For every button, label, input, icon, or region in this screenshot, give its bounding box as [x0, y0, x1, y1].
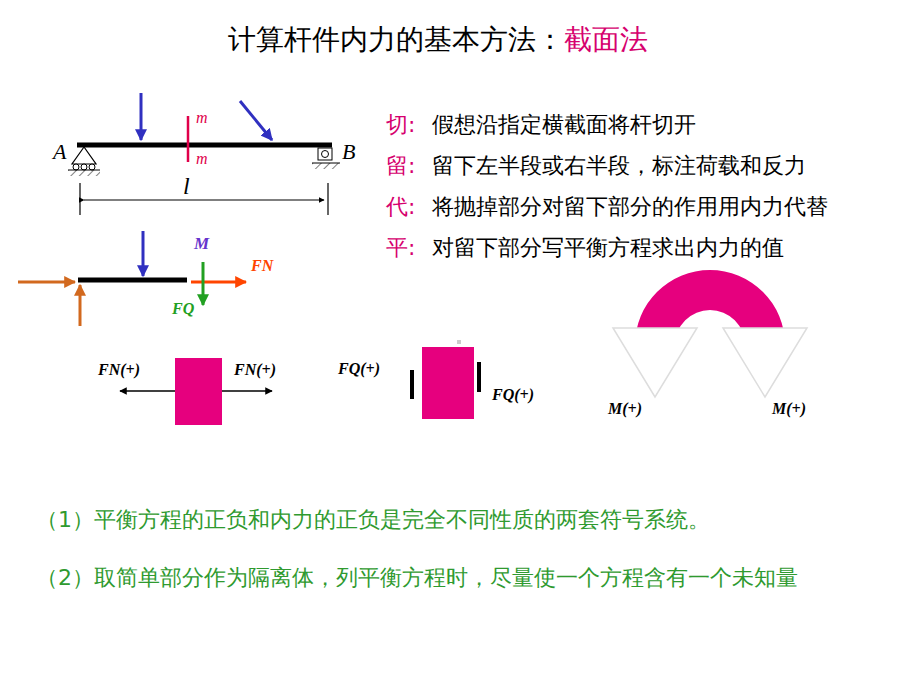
sign-label: FN(+) [98, 361, 140, 379]
support-label: A [53, 139, 66, 164]
section-mark: m [196, 150, 208, 168]
sign-label: M(+) [608, 400, 642, 418]
sign-label: FQ(+) [338, 360, 380, 378]
sign-label: FQ(+) [492, 386, 534, 404]
step-key: 留: [386, 153, 415, 178]
sign-label: M(+) [772, 400, 806, 418]
step-key: 代: [386, 194, 415, 219]
step-key: 平: [386, 235, 415, 260]
free-body [18, 231, 246, 326]
moment-label: M [194, 234, 209, 254]
step-text: 留下左半段或右半段，标注荷载和反力 [432, 153, 806, 178]
force-label: FQ [172, 300, 194, 318]
step-key: 切: [386, 112, 415, 137]
note: （1）平衡方程的正负和内力的正负是完全不同性质的两套符号系统。 [36, 507, 710, 532]
note: （2）取简单部分作为隔离体，列平衡方程时，尽量使一个方程含有一个未知量 [36, 565, 798, 590]
section-mark: m [196, 109, 208, 127]
step-text: 对留下部分写平衡方程求出内力的值 [432, 235, 784, 260]
step-text: 假想沿指定横截面将杆切开 [432, 112, 696, 137]
title-highlight: 截面法 [564, 24, 648, 56]
sign-label: FN(+) [234, 361, 276, 379]
slide-title: 计算杆件内力的基本方法： [228, 24, 564, 56]
dimension-label: l [183, 173, 190, 201]
beam-figure [68, 93, 340, 215]
sign-convention [120, 270, 807, 425]
force-label: FN [251, 257, 273, 275]
step-text: 将抛掉部分对留下部分的作用用内力代替 [432, 194, 828, 219]
support-label: B [342, 139, 355, 164]
